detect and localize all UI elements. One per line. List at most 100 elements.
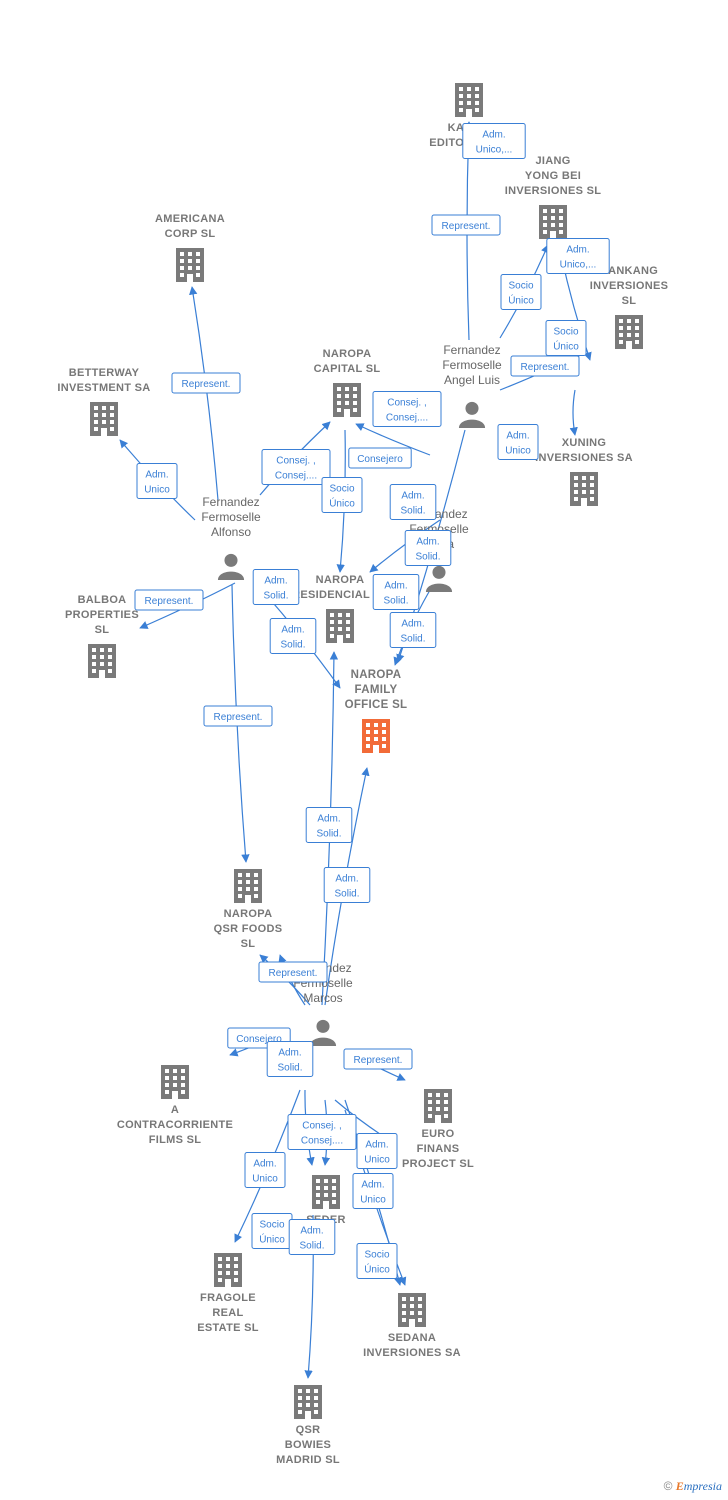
relationship-label[interactable]: Consej. ,Consej.... [261,449,331,485]
relationship-label[interactable]: Consejero [348,447,412,469]
label-box [356,1243,398,1279]
label-text: Solid. [316,829,341,840]
relationship-label[interactable]: Represent. [343,1048,413,1070]
relationship-label[interactable]: Adm.Solid. [252,569,300,605]
label-box [372,391,442,427]
company-label: CONTRACORRIENTE [117,1119,233,1131]
company-node-naropa_residencial[interactable]: NAROPA RESIDENCIAL SL [292,574,388,643]
relationship-label[interactable]: Adm.Solid. [372,574,420,610]
label-box [269,618,317,654]
company-label: PROJECT SL [402,1158,474,1170]
relationship-label[interactable]: Adm.Solid. [323,867,371,903]
building-icon [234,869,262,903]
relationship-label[interactable]: Adm.Solid. [288,1219,336,1255]
relationship-label[interactable]: Adm.Solid. [266,1041,314,1077]
relationship-label[interactable]: Represent. [431,214,501,236]
building-icon [424,1089,452,1123]
building-icon [333,383,361,417]
relationship-label[interactable]: Adm.Unico [352,1173,394,1209]
relationship-label[interactable]: Represent. [134,589,204,611]
label-box [356,1133,398,1169]
label-text: Adm. [335,874,358,885]
label-text: Adm. [365,1140,388,1151]
label-box [500,274,542,310]
relationship-label[interactable]: Adm.Solid. [404,530,452,566]
label-text: Solid. [277,1063,302,1074]
label-text: Socio [259,1220,284,1231]
relationship-label[interactable]: Consej. ,Consej.... [372,391,442,427]
building-icon [539,205,567,239]
relationship-label[interactable]: Adm.Solid. [389,612,437,648]
relationship-label[interactable]: Adm.Solid. [389,484,437,520]
building-icon [88,644,116,678]
company-label: CAPITAL SL [314,363,381,375]
company-label: MADRID SL [276,1454,340,1466]
company-label: NAROPA [323,348,372,360]
relationship-label[interactable]: Adm. Unico,... [462,123,526,159]
relationship-edge [569,389,578,436]
label-text: Adm. [300,1226,323,1237]
label-text: Solid. [280,640,305,651]
label-box [343,1048,413,1070]
label-box [203,705,273,727]
label-text: Unico,... [476,145,513,156]
company-label: SL [241,938,256,950]
relationship-label[interactable]: Represent. [203,705,273,727]
relationship-label[interactable]: Adm.Solid. [305,807,353,843]
company-node-betterway[interactable]: BETTERWAY INVESTMENT SA [57,367,150,436]
company-node-naropa_capital[interactable]: NAROPA CAPITAL SL [314,348,381,417]
relationship-label[interactable]: Adm.Unico [136,463,178,499]
company-label: INVESTMENT SA [57,382,150,394]
relationship-label[interactable]: Adm.Unico,... [546,238,610,274]
relationship-label[interactable]: Adm.Unico [244,1152,286,1188]
label-box [323,867,371,903]
label-box [462,123,526,159]
company-label: RESIDENCIAL SL [292,589,388,601]
person-label: Marcos [303,991,342,1005]
relationship-label[interactable]: Adm.Unico [356,1133,398,1169]
relationship-label[interactable]: Consej. ,Consej.... [287,1114,357,1150]
empresia-logo[interactable]: Empresia [675,1479,722,1493]
label-text: Socio [508,281,533,292]
footer-credit: © Empresia [664,1479,722,1494]
label-box [287,1114,357,1150]
company-label: QSR FOODS [214,923,283,935]
relationship-label[interactable]: Adm.Solid. [269,618,317,654]
company-label: INVERSIONES SA [363,1347,461,1359]
relationship-label[interactable]: Adm.Unico [497,424,539,460]
label-text: Adm. [566,245,589,256]
company-label: BETTERWAY [69,367,140,379]
label-text: Adm. [482,130,505,141]
company-label: NAROPA [351,669,402,681]
relationship-label[interactable]: Represent. [510,355,580,377]
relationship-label[interactable]: Represent. [171,372,241,394]
label-text: Solid. [383,596,408,607]
company-label: NAROPA [316,574,365,586]
label-text: Consejero [236,1034,282,1045]
label-text: Socio [364,1250,389,1261]
relationship-label[interactable]: Represent. [258,961,328,983]
label-text: Único [508,294,534,307]
label-box [372,574,420,610]
company-label: XUNING [562,437,607,449]
label-text: Represent. [521,362,570,373]
